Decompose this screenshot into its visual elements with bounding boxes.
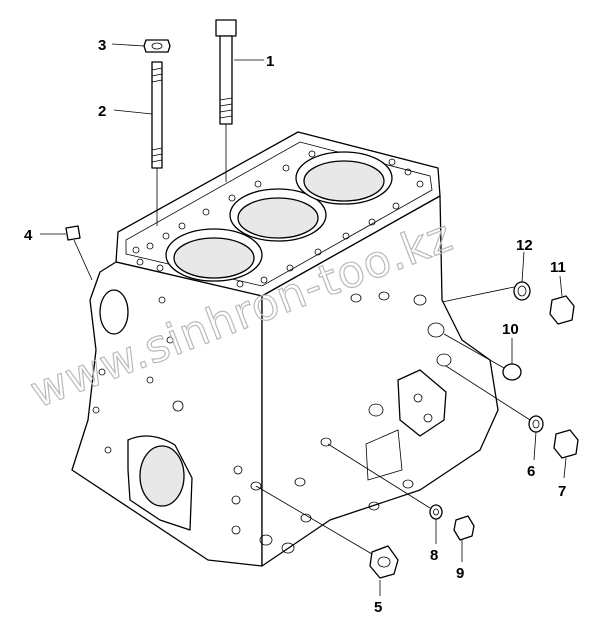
- callout-5: 5: [374, 599, 382, 616]
- callout-3: 3: [98, 37, 106, 54]
- callout-4: 4: [24, 227, 33, 244]
- stud-part-2: [151, 61, 163, 226]
- callout-1: 1: [266, 53, 274, 70]
- washer-part-12: [441, 281, 531, 303]
- callout-12: 12: [516, 237, 533, 254]
- bolt-part-1: [215, 19, 237, 182]
- plug-part-9: [453, 515, 475, 541]
- leader-lines: [40, 43, 567, 596]
- callout-labels: 1 2 3 4 5 6 7 8 9 10 11 12: [24, 37, 566, 616]
- callout-2: 2: [98, 103, 106, 120]
- callout-9: 9: [456, 565, 464, 582]
- plug-part-7: [553, 429, 579, 459]
- plug-part-4: [65, 225, 93, 281]
- washer-part-8: [327, 443, 443, 520]
- callout-11: 11: [550, 259, 566, 276]
- nut-part-3: [143, 39, 171, 53]
- sensor-part-5: [255, 485, 399, 579]
- callout-10: 10: [502, 321, 519, 338]
- callout-7: 7: [558, 483, 566, 500]
- callout-8: 8: [430, 547, 438, 564]
- engine-block: [71, 131, 499, 567]
- plug-part-11: [549, 295, 575, 325]
- callout-6: 6: [527, 463, 535, 480]
